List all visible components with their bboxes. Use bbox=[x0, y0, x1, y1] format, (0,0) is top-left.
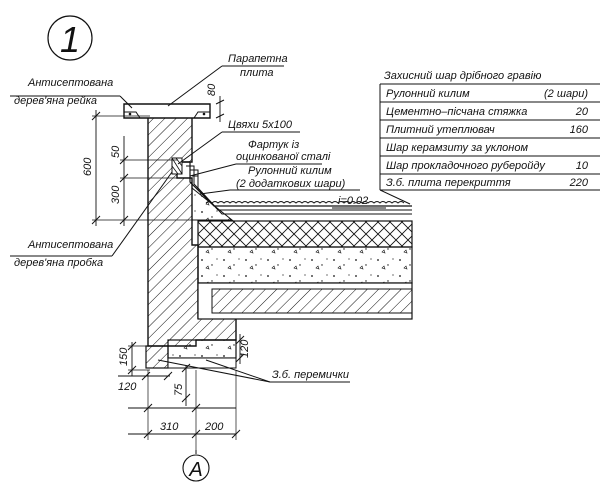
lintels-label: З.б. перемички bbox=[272, 369, 349, 381]
dim-lintel-small: 120 bbox=[239, 339, 251, 358]
antiseptic-plug-label-2: дерев'яна пробка bbox=[14, 257, 103, 269]
axis-label: A bbox=[188, 459, 202, 481]
axis-marker: A bbox=[182, 450, 210, 482]
dim-parapet: 80 bbox=[206, 83, 218, 96]
dim-base-offset: 120 bbox=[118, 381, 137, 393]
dim-bottom-small: 75 bbox=[173, 383, 185, 396]
roll-carpet-label-2: (2 додаткових шари) bbox=[236, 178, 346, 190]
wooden-plug bbox=[171, 157, 183, 175]
detail-number: 1 bbox=[60, 19, 80, 60]
layer-row-1-value: (2 шари) bbox=[544, 88, 588, 100]
layers-table-header: Захисний шар дрібного гравію bbox=[384, 70, 541, 82]
roll-carpet-upturn bbox=[182, 161, 412, 215]
layer-row-3-value: 160 bbox=[570, 124, 589, 136]
layer-row-5-value: 10 bbox=[576, 160, 589, 172]
layer-row-5-name: Шар прокладочного руберойду bbox=[386, 160, 546, 172]
antiseptic-plug-label-1: Антисептована bbox=[27, 239, 113, 251]
detail-number-marker: 1 bbox=[47, 15, 93, 61]
flashing-label-2: оцинкованої сталі bbox=[236, 151, 331, 163]
layer-row-6-value: 220 bbox=[569, 177, 589, 189]
dim-overall: 600 bbox=[82, 157, 94, 176]
parapet-slab bbox=[123, 103, 211, 119]
dim-lintel-height: 150 bbox=[118, 347, 130, 366]
dim-flashing: 50 bbox=[110, 145, 122, 158]
slope-label: i=0.02 bbox=[338, 195, 368, 207]
dim-right-width: 200 bbox=[204, 421, 224, 433]
rc-lintels bbox=[145, 339, 237, 369]
claydite-layer bbox=[197, 246, 413, 284]
dimension-lines bbox=[91, 96, 245, 450]
antiseptic-rail-label-1: Антисептована bbox=[27, 77, 113, 89]
annotation-labels: Парапетна плита Антисептована дерев'яна … bbox=[14, 53, 368, 381]
dim-wall-width: 310 bbox=[160, 421, 179, 433]
dimension-texts: 80 600 50 300 150 120 120 75 310 200 bbox=[82, 83, 251, 433]
flashing-label-1: Фартук із bbox=[248, 139, 299, 151]
layer-row-2-name: Цементно–пісчана стяжка bbox=[386, 106, 527, 118]
layer-row-4-name: Шар керамзиту за уклоном bbox=[386, 142, 528, 154]
cant-strip bbox=[191, 186, 234, 221]
roll-carpet-label-1: Рулонний килим bbox=[248, 165, 332, 177]
dim-plug: 300 bbox=[110, 185, 122, 204]
parapet-slab-label-1: Парапетна bbox=[228, 53, 288, 65]
antiseptic-rail-label-2: дерев'яна рейка bbox=[14, 95, 97, 107]
leader-lines bbox=[10, 65, 411, 383]
nails-label: Цвяхи 5х100 bbox=[228, 119, 293, 131]
rc-floor-slab bbox=[197, 282, 413, 320]
layer-row-1-name: Рулонний килим bbox=[386, 88, 470, 100]
layer-row-2-value: 20 bbox=[575, 106, 589, 118]
slab-insulation bbox=[197, 220, 413, 248]
layers-table: Захисний шар дрібного гравію Рулонний ки… bbox=[380, 70, 600, 191]
parapet-slab-label-2: плита bbox=[240, 67, 274, 79]
gravel-layer bbox=[205, 201, 405, 204]
layer-row-6-name: З.б. плита перекриття bbox=[386, 177, 511, 189]
layer-row-3-name: Плитний утеплювач bbox=[386, 124, 495, 136]
